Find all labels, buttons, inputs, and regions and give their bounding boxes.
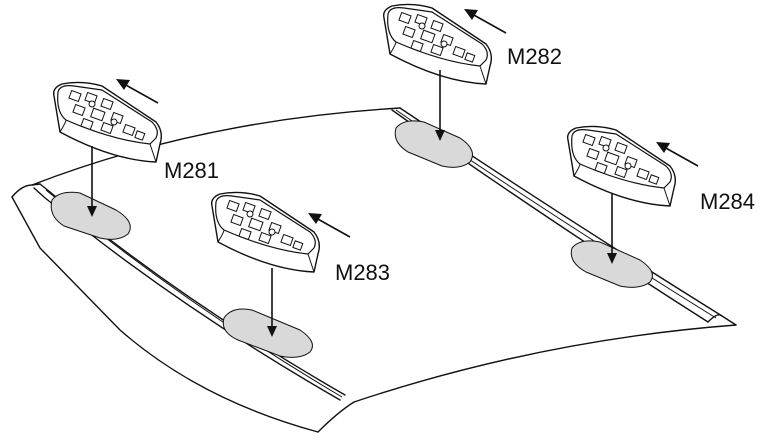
direction-arrow-m282 [464,9,507,34]
foot-m284 [566,125,677,207]
mount-pad-m283 [222,308,313,358]
mount-pad-m282 [394,120,473,168]
foot-m281 [52,81,163,163]
direction-arrow-m281 [116,79,159,104]
direction-arrow-m284 [656,142,699,167]
foot-m283 [210,191,321,273]
label-m281: M281 [164,158,219,183]
label-m283: M283 [335,260,390,285]
mount-pad-m281 [50,191,131,240]
label-m284: M284 [700,189,755,214]
placement-arrow-m283 [267,268,277,337]
mount-pad-m284 [570,240,653,288]
placement-arrow-m282 [435,70,445,141]
direction-arrow-m283 [308,213,351,238]
label-m282: M282 [507,44,562,69]
placement-arrow-m284 [607,194,617,264]
placement-arrow-m281 [87,146,97,217]
